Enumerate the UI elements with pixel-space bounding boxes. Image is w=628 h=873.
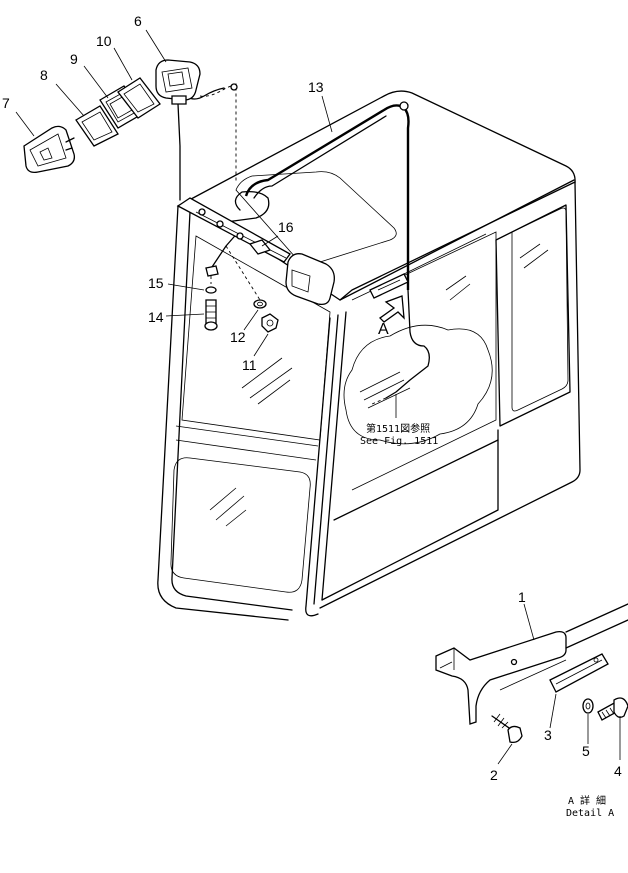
callout-6: 6 <box>134 13 142 29</box>
lamp-lead-down <box>177 103 181 201</box>
callout-5: 5 <box>582 743 590 759</box>
work-lamp-assembly <box>23 59 201 174</box>
callout-labels: 6 10 9 8 7 13 16 15 14 12 11 1 3 5 2 4 A <box>2 13 622 783</box>
callout-11: 11 <box>242 357 257 373</box>
detail-caption-jp: A 詳 細 <box>568 794 606 807</box>
detail-caption-en: Detail A <box>566 808 614 819</box>
callout-2: 2 <box>490 767 498 783</box>
view-direction-arrow <box>378 295 405 323</box>
reference-note-jp: 第1511図参照 <box>366 422 430 435</box>
callout-16: 16 <box>278 219 294 235</box>
callout-1: 1 <box>518 589 526 605</box>
callout-14: 14 <box>148 309 164 325</box>
view-marker-a: A <box>378 321 389 338</box>
callout-4: 4 <box>614 763 622 779</box>
callout-10: 10 <box>96 33 112 49</box>
detail-a-drawing <box>435 603 628 744</box>
callout-9: 9 <box>70 51 78 67</box>
lamp-cable-leader <box>199 83 237 182</box>
callout-8: 8 <box>40 67 48 83</box>
callout-3: 3 <box>544 727 552 743</box>
callout-12: 12 <box>230 329 246 345</box>
detail-caption: A 詳 細 Detail A <box>566 794 614 819</box>
mounting-fasteners <box>204 245 279 333</box>
callout-13: 13 <box>308 79 324 95</box>
reference-note-en: See Fig. 1511 <box>360 436 438 447</box>
callout-15: 15 <box>148 275 164 291</box>
callout-7: 7 <box>2 95 10 111</box>
cab-structure <box>157 90 581 621</box>
leader-lines <box>15 29 621 765</box>
reference-note: 第1511図参照 See Fig. 1511 <box>360 422 438 447</box>
